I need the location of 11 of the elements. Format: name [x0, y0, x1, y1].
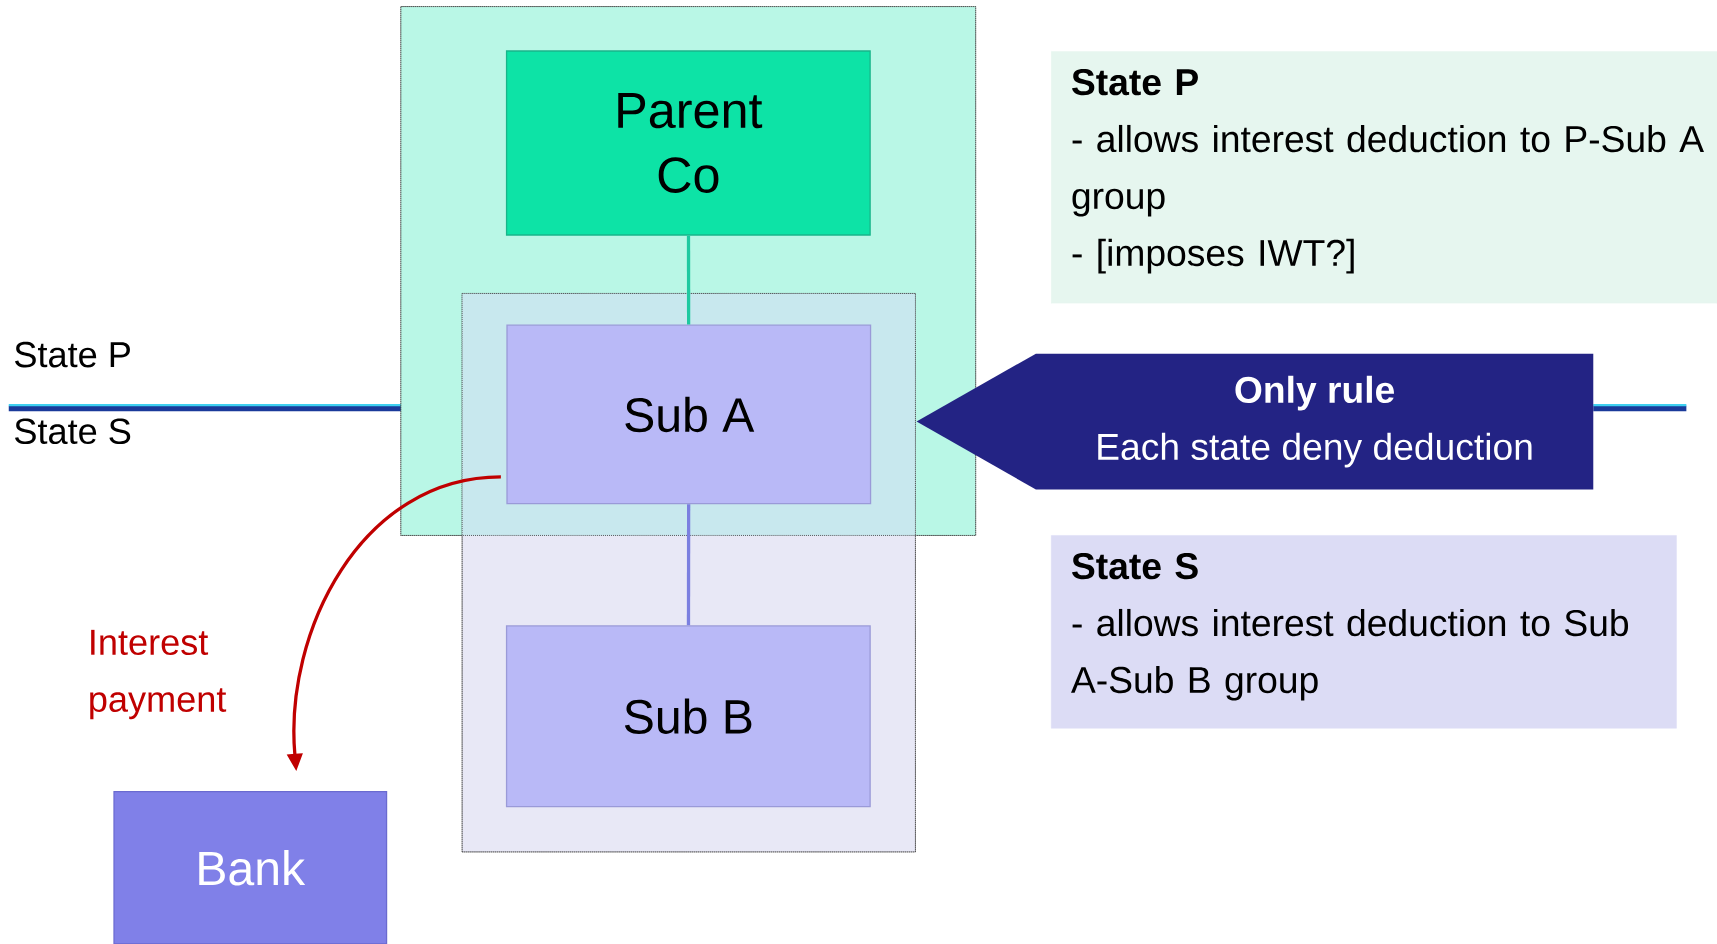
- connector-line: [686, 235, 691, 325]
- connector-line: [686, 504, 691, 626]
- bank-box: Bank: [113, 791, 388, 944]
- company-box: Sub B: [505, 625, 871, 808]
- company-box: Parent Co: [505, 50, 871, 236]
- note-box: State S - allows interest deduction to Sub A-Sub B group: [1051, 535, 1677, 729]
- company-box: Sub A: [506, 324, 872, 505]
- note-box: State P - allows interest deduction to P-Sub A group - [imposes IWT?]: [1051, 51, 1717, 304]
- region-label: State S: [15, 418, 131, 445]
- edge-label: Interest payment: [90, 629, 227, 720]
- region-label: State P: [15, 341, 130, 368]
